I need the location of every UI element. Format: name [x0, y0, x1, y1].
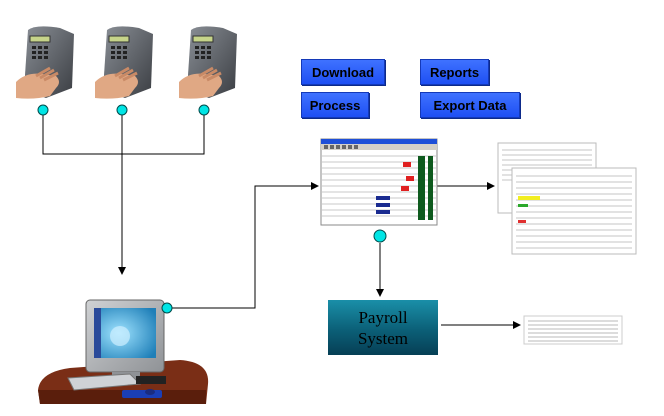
hand-scanner-icon	[95, 26, 153, 99]
reports-button[interactable]: Reports	[420, 59, 489, 85]
computer-icon	[38, 299, 209, 404]
report-thumbnail	[497, 142, 637, 255]
payroll-label-line2: System	[357, 328, 409, 348]
connector-dots	[37, 104, 387, 314]
connector-lines	[42, 110, 521, 329]
process-button[interactable]: Process	[301, 92, 369, 118]
payroll-system-box: Payroll System	[328, 300, 438, 355]
export-data-button[interactable]: Export Data	[420, 92, 520, 118]
hand-scanner-icon	[16, 26, 74, 99]
download-button[interactable]: Download	[301, 59, 385, 85]
hand-scanner-icon	[179, 26, 237, 99]
payroll-report-thumbnail	[523, 315, 623, 345]
software-screenshot-thumbnail	[320, 138, 438, 226]
payroll-label-line1: Payroll	[358, 307, 408, 327]
